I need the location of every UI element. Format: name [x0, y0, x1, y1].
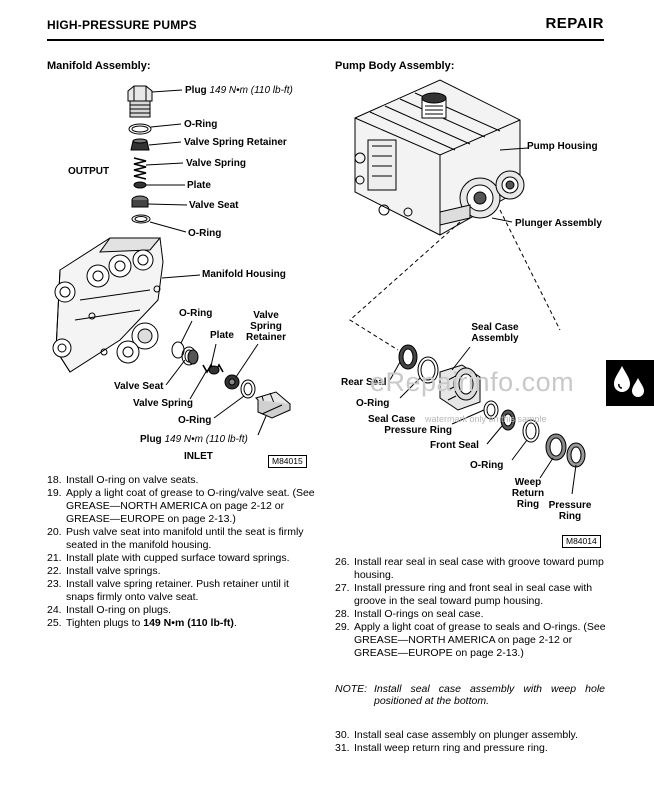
oring-a-drawing [417, 356, 439, 384]
header-rule [47, 39, 604, 41]
front-seal-drawing [500, 409, 516, 431]
oil-drop-icon [614, 366, 644, 397]
step-item: 23.Install valve spring retainer. Push r… [47, 578, 289, 603]
label-valve-seat-2: Valve Seat [114, 381, 164, 392]
valve-spring-drawing [133, 157, 147, 180]
figure-id-pump-body: M84014 [562, 535, 601, 548]
watermark: eRepairinfo.com [370, 367, 575, 397]
label-pressure-ring: Pressure Ring [548, 500, 592, 522]
label-valve-spring-retainer: Valve Spring Retainer [184, 137, 287, 148]
figure-id-manifold: M84015 [268, 455, 307, 468]
label-oring-2: O-Ring [188, 228, 222, 239]
label-rear-seal: Rear Seal [341, 377, 387, 388]
step-item: 25.Tighten plugs to 149 N•m (110 lb-ft). [47, 617, 237, 629]
step-item: 29.Apply a light coat of grease to seals… [335, 621, 606, 659]
weep-return-ring-drawing [545, 433, 567, 461]
retainer-bottom-drawing [224, 374, 240, 390]
step-item: 21.Install plate with cupped surface tow… [47, 552, 290, 564]
plug-bottom-drawing [255, 391, 291, 419]
valve-spring-retainer-drawing [130, 138, 150, 151]
plate-drawing [133, 181, 147, 189]
header-chapter-title: REPAIR [545, 15, 604, 32]
label-oring-3: O-Ring [179, 308, 213, 319]
step-item: 19.Apply a light coat of grease to O-rin… [47, 487, 315, 525]
rear-seal-drawing [398, 344, 418, 370]
plate-bottom-drawing [208, 365, 220, 375]
steps-list-right: 26.Install rear seal in seal case with g… [335, 556, 607, 660]
valve-seat-drawing [131, 195, 149, 208]
step-item: 22.Install valve springs. [47, 565, 161, 577]
label-manifold-housing: Manifold Housing [202, 269, 286, 280]
label-valve-spring: Valve Spring [186, 158, 247, 169]
pressure-ring-b-drawing [566, 442, 586, 468]
valve-seat-bottom-drawing [187, 349, 199, 365]
label-plate-2: Plate [210, 330, 234, 341]
step-item: 31.Install weep return ring and pressure… [335, 742, 548, 754]
section-tab-oil-drop-icon [606, 360, 654, 406]
step-item: 26.Install rear seal in seal case with g… [335, 556, 604, 581]
steps-list-left: 18.Install O-ring on valve seats. 19.App… [47, 474, 317, 630]
oring-top-drawing [128, 123, 152, 135]
label-output: OUTPUT [68, 166, 110, 177]
label-pump-housing: Pump Housing [527, 141, 598, 152]
step-item: 28.Install O-rings on seal case. [335, 608, 484, 620]
plug-top-drawing [127, 85, 153, 118]
label-oring-a: O-Ring [356, 398, 390, 409]
label-weep-return-ring: Weep Return Ring [511, 477, 545, 510]
label-valve-spring-retainer-2: Valve Spring Retainer [246, 310, 287, 343]
note-label: NOTE: [335, 683, 368, 695]
label-seal-case-assembly: Seal Case Assembly [471, 322, 519, 344]
step-item: 18.Install O-ring on valve seats. [47, 474, 199, 486]
manifold-housing-drawing [52, 237, 164, 373]
note: NOTE: Install seal case assembly with we… [335, 683, 605, 707]
label-oring-4: O-Ring [178, 415, 212, 426]
label-seal-case-pressure-ring: Seal Case Pressure Ring [368, 414, 452, 436]
manifold-assembly-title: Manifold Assembly: [47, 60, 151, 72]
label-plug-bottom: Plug 149 N•m (110 lb-ft) [140, 434, 248, 445]
note-text: Install seal case assembly with weep hol… [374, 683, 605, 707]
pump-body-assembly-title: Pump Body Assembly: [335, 60, 455, 72]
step-item: 20.Push valve seat into manifold until t… [47, 526, 304, 551]
label-plate: Plate [187, 180, 211, 191]
step-item: 30.Install seal case assembly on plunger… [335, 729, 578, 741]
label-plug-top: Plug 149 N•m (110 lb-ft) [185, 85, 293, 96]
label-valve-spring-2: Valve Spring [133, 398, 194, 409]
label-plunger-assembly: Plunger Assembly [515, 218, 602, 229]
header-section-title: HIGH-PRESSURE PUMPS [47, 18, 197, 32]
label-oring-1: O-Ring [184, 119, 218, 130]
step-item: 27.Install pressure ring and front seal … [335, 582, 593, 607]
steps-list-right-2: 30.Install seal case assembly on plunger… [335, 729, 607, 755]
seal-case-drawing [439, 364, 481, 411]
label-front-seal: Front Seal [430, 440, 479, 451]
label-valve-seat: Valve Seat [189, 200, 239, 211]
step-item: 24.Install O-ring on plugs. [47, 604, 172, 616]
oring-b-drawing [522, 419, 540, 443]
watermark-sub: watermark only on this sample [425, 414, 547, 424]
label-inlet: INLET [184, 451, 213, 462]
label-oring-b: O-Ring [470, 460, 504, 471]
pump-housing-drawing [354, 79, 525, 236]
